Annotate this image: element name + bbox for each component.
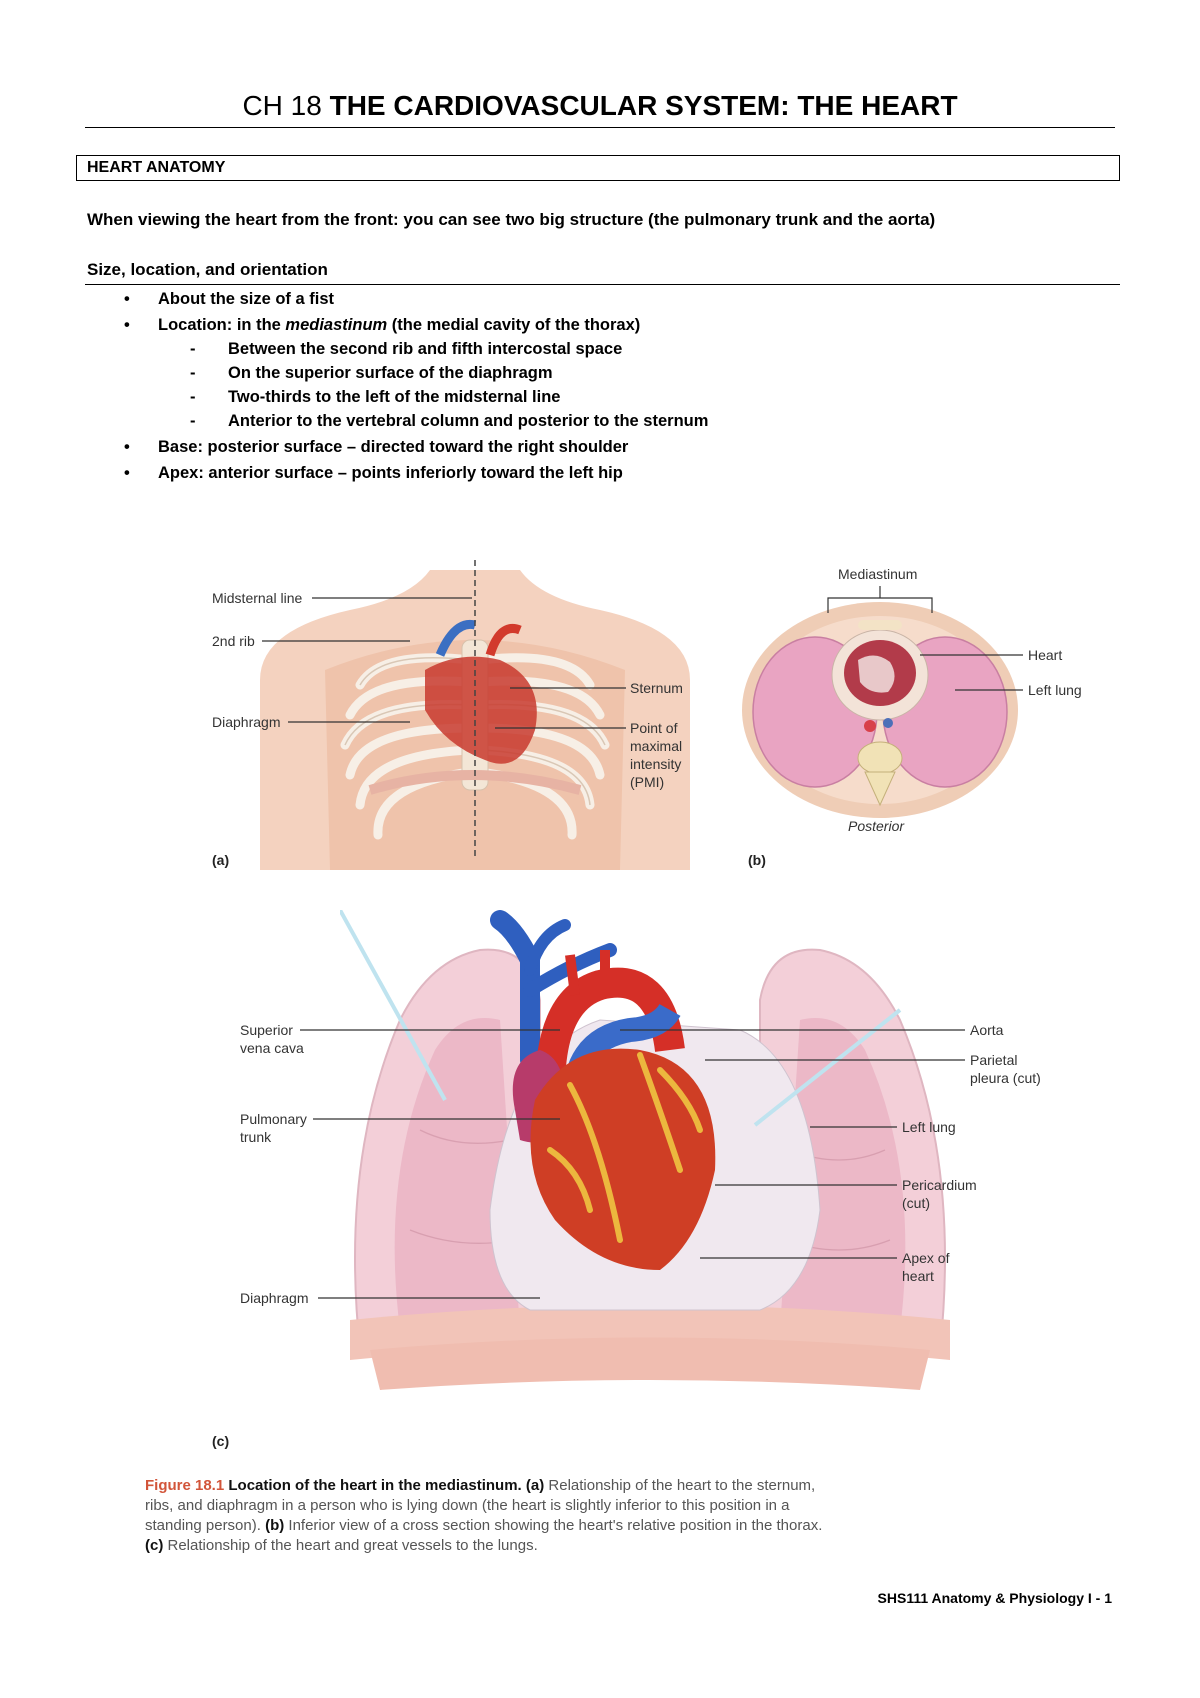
figure-a-torso xyxy=(260,560,690,870)
figure-c-heart-lungs xyxy=(340,910,950,1390)
page-footer: SHS111 Anatomy & Physiology I - 1 xyxy=(877,1590,1112,1606)
label-parietal-pleura-1: Parietal xyxy=(970,1052,1017,1068)
figure-a-labels: Midsternal line 2nd rib Diaphragm Sternu… xyxy=(212,590,683,868)
label-mediastinum: Mediastinum xyxy=(838,566,917,582)
figure-b-cross-section xyxy=(742,602,1018,818)
mediastinum-term: mediastinum xyxy=(285,316,388,334)
figure-caption: Figure 18.1 Location of the heart in the… xyxy=(145,1477,823,1554)
figure-c-labels: Superior vena cava Pulmonary trunk Diaph… xyxy=(212,1022,1041,1449)
label-pericardium-1: Pericardium xyxy=(902,1177,977,1193)
figure-a-letter: (a) xyxy=(212,852,229,868)
intro-text: When viewing the heart from the front: y… xyxy=(87,210,936,229)
label-svc-2: vena cava xyxy=(240,1040,304,1056)
label-sternum: Sternum xyxy=(630,680,683,696)
label-heart-b: Heart xyxy=(1028,647,1062,663)
label-svc-1: Superior xyxy=(240,1022,293,1038)
subheading: Size, location, and orientation xyxy=(87,260,328,279)
title-prefix: CH 18 xyxy=(242,90,330,121)
title-bold: THE CARDIOVASCULAR SYSTEM: THE HEART xyxy=(329,90,958,121)
label-pmi-2: maximal xyxy=(630,738,682,754)
label-pulmonary-trunk-2: trunk xyxy=(240,1129,272,1145)
label-pmi-3: intensity xyxy=(630,756,681,772)
label-midsternal-line: Midsternal line xyxy=(212,590,302,606)
label-apex-1: Apex of xyxy=(902,1250,950,1266)
figure-b-labels: Mediastinum Heart Left lung Posterior (b… xyxy=(748,566,1082,868)
subheading-rule xyxy=(85,284,1120,285)
label-apex-2: heart xyxy=(902,1268,934,1284)
label-2nd-rib: 2nd rib xyxy=(212,633,255,649)
label-aorta: Aorta xyxy=(970,1022,1004,1038)
label-pulmonary-trunk-1: Pulmonary xyxy=(240,1111,307,1127)
label-parietal-pleura-2: pleura (cut) xyxy=(970,1070,1041,1086)
label-diaphragm-c: Diaphragm xyxy=(240,1290,308,1306)
figure-b-letter: (b) xyxy=(748,852,766,868)
label-pmi-4: (PMI) xyxy=(630,774,664,790)
label-pericardium-2: (cut) xyxy=(902,1195,930,1211)
page-title: CH 18 THE CARDIOVASCULAR SYSTEM: THE HEA… xyxy=(85,88,1115,124)
heart-shape xyxy=(425,656,537,764)
label-diaphragm-a: Diaphragm xyxy=(212,714,280,730)
figure-c-letter: (c) xyxy=(212,1433,229,1449)
label-left-lung-c: Left lung xyxy=(902,1119,956,1135)
label-posterior: Posterior xyxy=(848,818,905,834)
label-pmi-1: Point of xyxy=(630,720,678,736)
title-rule xyxy=(85,127,1115,128)
label-left-lung-b: Left lung xyxy=(1028,682,1082,698)
section-heading: HEART ANATOMY xyxy=(76,155,1120,181)
